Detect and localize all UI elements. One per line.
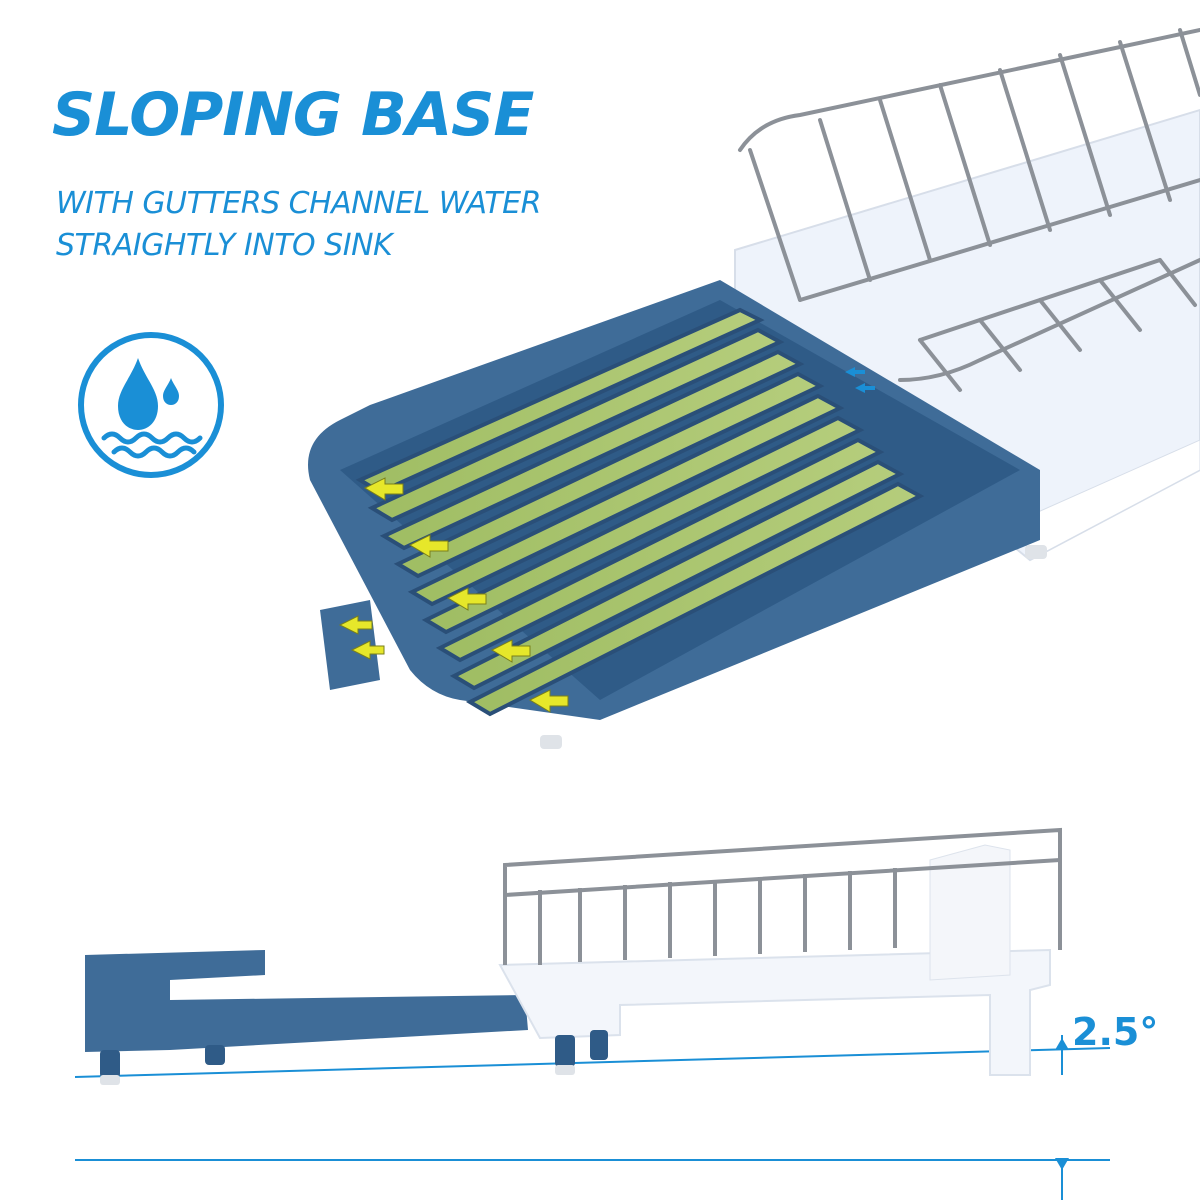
dish-rack-wire: [738, 28, 1200, 392]
drying-rack-side-view: [74, 827, 1111, 1200]
tray-channels: [355, 307, 925, 717]
tray-spout: [320, 600, 380, 690]
subline-2: STRAIGHTLY INTO SINK: [56, 228, 393, 263]
tray-side: [85, 950, 528, 1052]
drying-rack-top-view: [308, 28, 1200, 749]
subline-1: WITH GUTTERS CHANNEL WATER: [56, 186, 541, 221]
slope-angle-label: 2.5°: [1072, 1010, 1159, 1054]
headline: SLOPING BASE: [52, 80, 534, 150]
arrow-icon: [338, 477, 569, 713]
water-drop-icon: [78, 332, 224, 478]
